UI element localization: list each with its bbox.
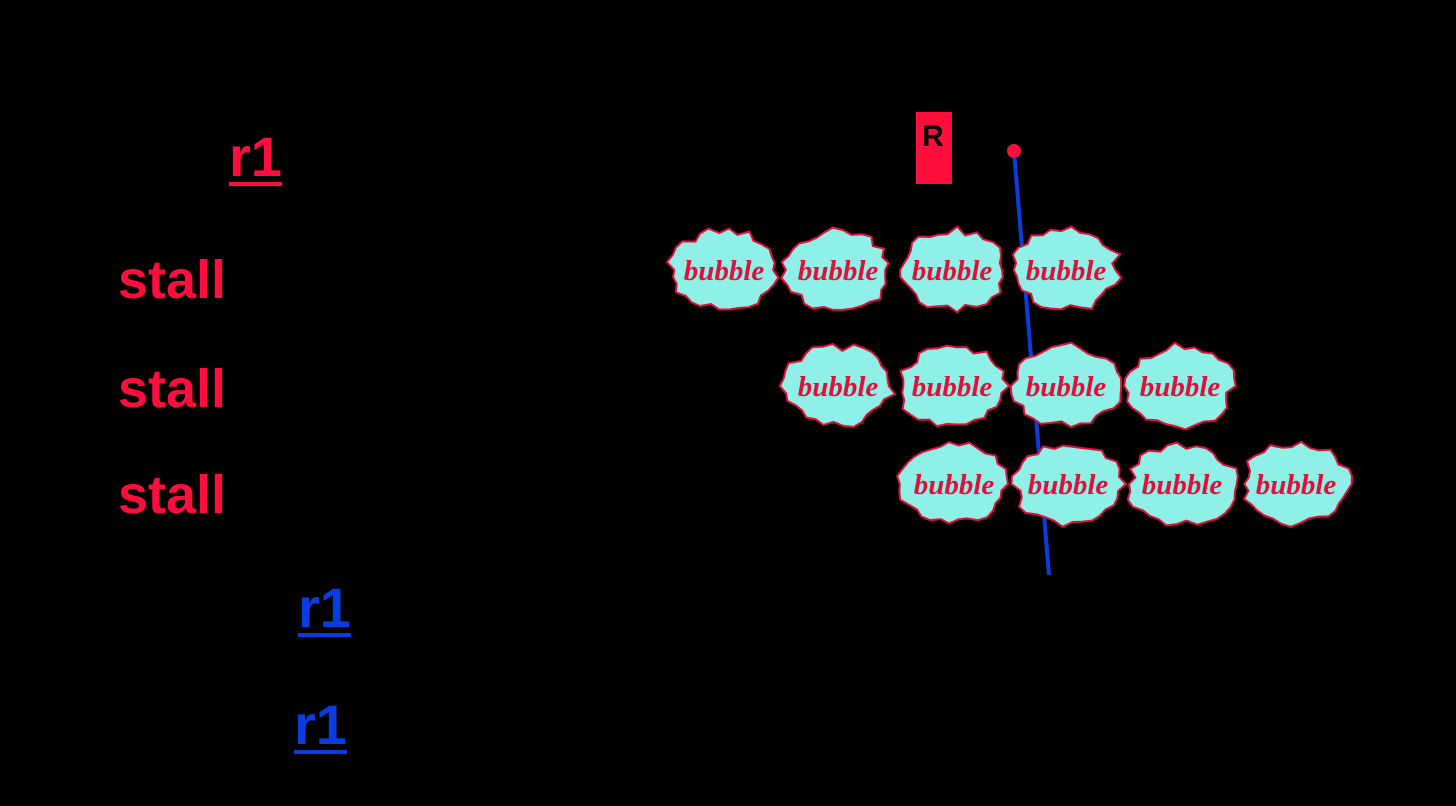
bubble: bubble — [1123, 341, 1237, 431]
bubble: bubble — [779, 226, 890, 311]
bubble: bubble — [898, 225, 1004, 314]
bubble: bubble — [1009, 341, 1123, 429]
bubble-shape — [778, 342, 897, 429]
bubble-shape — [895, 441, 1010, 525]
bubble-shape — [1010, 444, 1128, 528]
bubble-shape — [1009, 341, 1123, 429]
bubble-shape — [899, 344, 1011, 428]
bubble-label: bubble — [1140, 371, 1221, 403]
bubble-shape — [1011, 225, 1123, 311]
bubble-label: bubble — [1256, 469, 1337, 501]
bubble-layer: bubble bubble bubble bubble bubble bubble bubb… — [665, 225, 1354, 528]
bubble-label: bubble — [912, 371, 993, 403]
bubble-label: bubble — [914, 469, 995, 501]
bubble-label: bubble — [1028, 469, 1109, 501]
stall-label: stall — [118, 359, 227, 419]
bubble-label: bubble — [1026, 371, 1107, 403]
bubble: bubble — [1242, 440, 1354, 528]
marker-glyph: R — [922, 120, 944, 153]
bubble-label: bubble — [912, 255, 993, 287]
bubble-shape — [665, 227, 780, 311]
bubble-shape — [1242, 440, 1354, 528]
line-origin-dot — [1007, 144, 1021, 158]
bubble-shape — [1123, 341, 1237, 431]
bubble: bubble — [1011, 225, 1123, 311]
marker-box — [916, 112, 952, 184]
bubble: bubble — [899, 344, 1011, 428]
source-register-r1: r1 — [298, 576, 351, 639]
bubble: bubble — [1126, 441, 1239, 527]
stall-label: stall — [118, 465, 227, 525]
dest-register-r1: r1 — [229, 125, 282, 188]
bubble: bubble — [665, 227, 780, 311]
bubble: bubble — [1010, 444, 1128, 528]
bubble-shape — [1126, 441, 1239, 527]
bubble-label: bubble — [684, 255, 765, 287]
stall-label: stall — [118, 250, 227, 310]
bubble-label: bubble — [798, 255, 879, 287]
bubble-label: bubble — [1142, 469, 1223, 501]
bubble-shape — [779, 226, 890, 311]
bubble-shape — [898, 225, 1004, 314]
bubble: bubble — [895, 441, 1010, 525]
bubble: bubble — [778, 342, 897, 429]
source-register-r1: r1 — [294, 693, 347, 756]
register-marker: R — [916, 112, 952, 184]
bubble-label: bubble — [798, 371, 879, 403]
bubble-label: bubble — [1026, 255, 1107, 287]
